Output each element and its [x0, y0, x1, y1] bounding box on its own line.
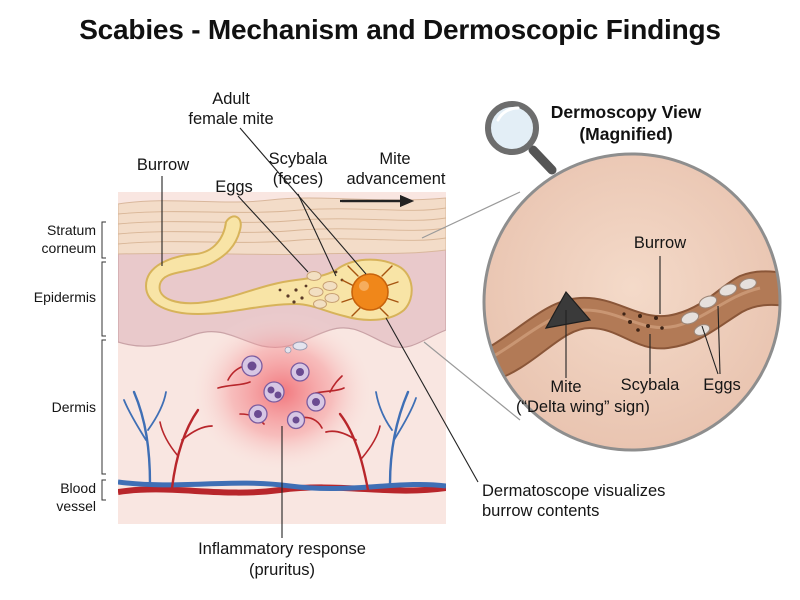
label-blood-vessel-1: Blood: [60, 480, 96, 496]
dermoscopy-label-mite: Mite: [550, 378, 582, 396]
label-stratum-corneum-2: corneum: [41, 240, 96, 256]
vein-vessel: [118, 479, 446, 492]
label-inflammatory-2: (pruritus): [248, 561, 315, 579]
stratum-corneum-layer: [118, 197, 446, 256]
dermoscopy-title-1: Dermoscopy View: [550, 102, 702, 122]
label-eggs: Eggs: [215, 178, 253, 196]
label-dermis: Dermis: [51, 399, 96, 415]
inflammatory-cells: [241, 341, 326, 430]
magnifier-icon: [485, 101, 557, 175]
label-dermatoscope-2: burrow contents: [482, 502, 600, 520]
label-advancement-1: Mite: [379, 150, 411, 168]
mite-advancement-arrow-top: [340, 195, 414, 207]
label-epidermis: Epidermis: [33, 289, 96, 305]
layer-brackets: [101, 221, 106, 501]
label-scybala-1: Scybala: [268, 150, 328, 168]
label-scybala-2: (feces): [272, 170, 324, 188]
adult-female-mite: [341, 265, 399, 317]
dermoscopy-pointers: [565, 256, 721, 378]
label-adult-mite-1: Adult: [212, 90, 250, 108]
burrow-eggs: [306, 271, 340, 309]
dermoscopy-label-scybala: Scybala: [620, 376, 680, 394]
label-inflammatory-1: Inflammatory response: [198, 540, 366, 558]
dermoscopy-title-2: (Magnified): [579, 124, 673, 144]
dermoscopy-label-delta-sign: (“Delta wing” sign): [516, 398, 650, 416]
magnification-connectors: [421, 191, 521, 421]
pointer-lines: [161, 127, 479, 538]
skin-cross-section: [118, 192, 446, 524]
dermoscopy-label-eggs: Eggs: [703, 376, 741, 394]
dermoscopy-scybala: [622, 312, 664, 332]
burrow-tunnel: [144, 215, 413, 321]
dermoscopy-circle: [482, 152, 782, 452]
dermoscopy-label-burrow: Burrow: [633, 234, 687, 252]
delta-wing-mite: [544, 290, 592, 329]
label-dermatoscope-1: Dermatoscope visualizes: [482, 482, 666, 500]
diagram-title: Scabies - Mechanism and Dermoscopic Find…: [79, 14, 721, 45]
stratum-lamellae: [118, 207, 446, 245]
label-burrow: Burrow: [136, 156, 190, 174]
label-blood-vessel-2: vessel: [56, 498, 96, 514]
label-stratum-corneum-1: Stratum: [46, 222, 96, 238]
artery-vessel: [118, 484, 446, 496]
label-advancement-2: advancement: [346, 170, 446, 188]
capillaries-right: [325, 390, 417, 492]
capillaries-left: [123, 390, 213, 490]
label-adult-mite-2: female mite: [188, 110, 274, 128]
dermoscopy-eggs: [680, 277, 757, 336]
